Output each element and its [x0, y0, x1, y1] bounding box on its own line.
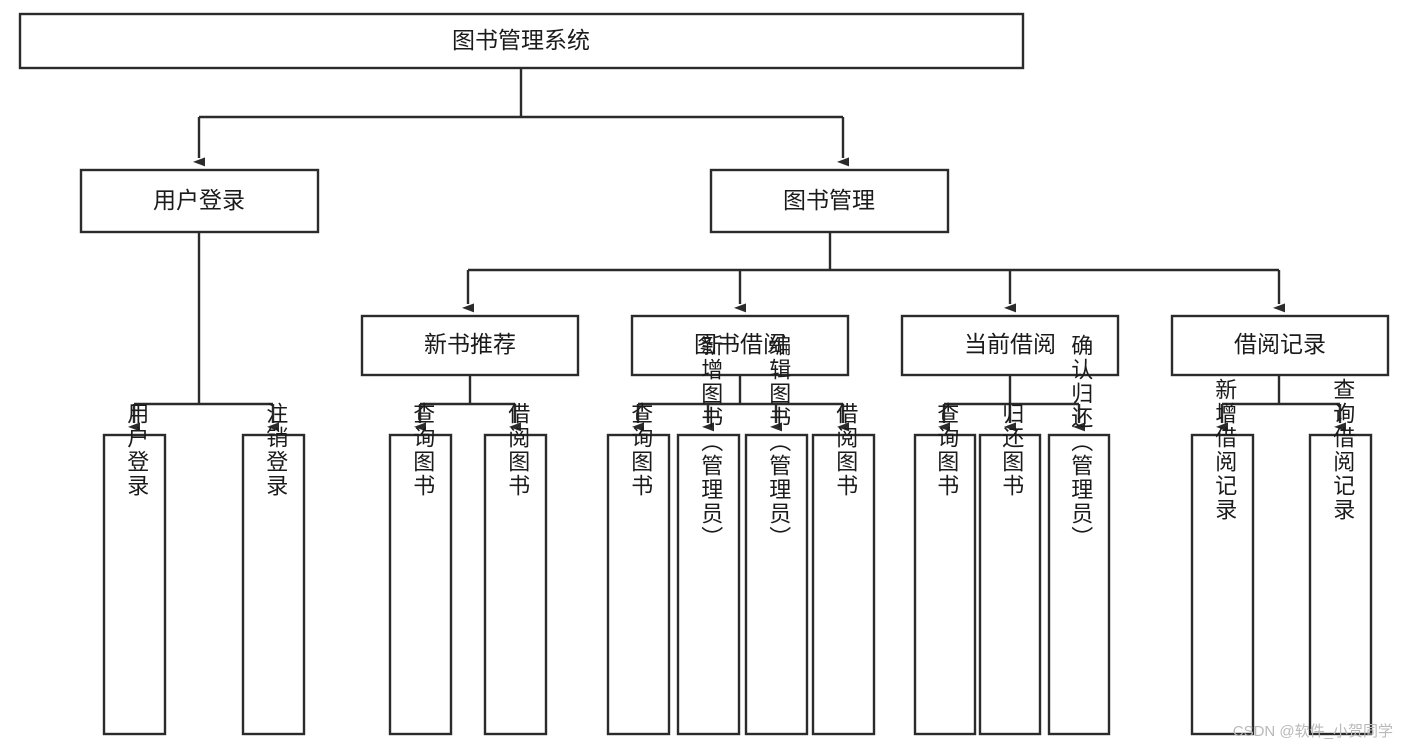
edges-new-book-recommend-to-leaves	[414, 375, 521, 432]
node-leaf-query-book-2-box[interactable]	[606, 433, 671, 736]
node-book-manage-box[interactable]	[709, 168, 950, 234]
edges-user-login-to-leaves	[128, 232, 279, 432]
node-current-borrow-label: 当前借阅	[964, 331, 1056, 357]
node-leaf-query-borrow-record-box[interactable]	[1308, 433, 1373, 736]
node-leaf-edit-book[interactable]: 编辑图书（管理员）	[744, 334, 809, 736]
edges-book-borrow-to-leaves	[632, 375, 849, 432]
node-leaf-query-book-1-label: 查询图书	[410, 402, 435, 498]
node-leaf-edit-book-label: 编辑图书（管理员）	[766, 334, 791, 550]
node-borrow-record-box[interactable]	[1170, 314, 1390, 377]
node-leaf-logout-login-box[interactable]	[241, 433, 306, 736]
node-leaf-return-book[interactable]: 归还图书	[978, 402, 1042, 736]
node-leaf-return-book-box[interactable]	[978, 433, 1042, 736]
node-user-login[interactable]: 用户登录	[79, 168, 320, 234]
node-leaf-add-book[interactable]: 新增图书（管理员）	[676, 334, 741, 736]
node-leaf-confirm-return-label: 确认归还（管理员）	[1068, 334, 1093, 550]
node-leaf-query-book-1[interactable]: 查询图书	[388, 402, 453, 736]
node-leaf-query-book-3-box[interactable]	[913, 433, 977, 736]
node-leaf-logout-login[interactable]: 注销登录	[241, 402, 306, 736]
node-root-box[interactable]	[18, 12, 1025, 70]
edges-book-manage-to-level3	[462, 232, 1285, 313]
node-user-login-label: 用户登录	[153, 187, 245, 213]
node-book-borrow-label: 图书借阅	[694, 331, 786, 357]
node-leaf-borrow-book-2[interactable]: 借阅图书	[811, 402, 876, 736]
node-root-label: 图书管理系统	[452, 27, 590, 53]
node-new-book-recommend-label: 新书推荐	[424, 331, 516, 357]
node-leaf-borrow-book-1[interactable]: 借阅图书	[483, 402, 548, 736]
node-leaf-borrow-book-2-label: 借阅图书	[833, 402, 858, 498]
node-borrow-record-label: 借阅记录	[1234, 331, 1326, 357]
node-leaf-query-borrow-record[interactable]: 查询借阅记录	[1308, 378, 1373, 736]
node-leaf-query-book-1-box[interactable]	[388, 433, 453, 736]
node-root[interactable]: 图书管理系统	[18, 12, 1025, 70]
node-leaf-user-login-label: 用户登录	[124, 402, 149, 498]
node-leaf-add-borrow-record-box[interactable]	[1190, 433, 1255, 736]
node-book-manage[interactable]: 图书管理	[709, 168, 950, 234]
node-leaf-query-book-2[interactable]: 查询图书	[606, 402, 671, 736]
node-leaf-add-book-label: 新增图书（管理员）	[698, 334, 723, 550]
node-leaf-logout-login-label: 注销登录	[263, 402, 288, 498]
node-user-login-box[interactable]	[79, 168, 320, 234]
node-new-book-recommend[interactable]: 新书推荐	[360, 314, 580, 377]
node-leaf-query-book-3[interactable]: 查询图书	[913, 402, 977, 736]
node-book-manage-label: 图书管理	[783, 187, 875, 213]
node-book-borrow[interactable]: 图书借阅	[630, 314, 850, 377]
node-leaf-borrow-book-2-box[interactable]	[811, 433, 876, 736]
edges-current-borrow-to-leaves	[938, 375, 1085, 432]
node-new-book-recommend-box[interactable]	[360, 314, 580, 377]
node-leaf-user-login-box[interactable]	[102, 433, 167, 736]
node-leaf-edit-book-box[interactable]	[744, 433, 809, 736]
node-leaf-return-book-label: 归还图书	[999, 402, 1024, 498]
node-leaf-user-login[interactable]: 用户登录	[102, 402, 167, 736]
node-book-borrow-box[interactable]	[630, 314, 850, 377]
edges-root-to-level2	[193, 68, 849, 167]
node-leaf-borrow-book-1-label: 借阅图书	[505, 402, 530, 498]
node-borrow-record[interactable]: 借阅记录	[1170, 314, 1390, 377]
node-current-borrow[interactable]: 当前借阅	[900, 314, 1120, 377]
node-leaf-query-book-3-label: 查询图书	[934, 402, 959, 498]
node-leaf-confirm-return[interactable]: 确认归还（管理员）	[1047, 334, 1111, 736]
node-leaf-confirm-return-box[interactable]	[1047, 433, 1111, 736]
node-leaf-add-borrow-record[interactable]: 新增借阅记录	[1190, 378, 1255, 736]
node-leaf-query-borrow-record-label: 查询借阅记录	[1330, 378, 1355, 522]
node-leaf-add-book-box[interactable]	[676, 433, 741, 736]
csdn-watermark: CSDN @软件_小贺同学	[1232, 723, 1393, 740]
edges-borrow-record-to-leaves	[1216, 375, 1346, 432]
node-leaf-borrow-book-1-box[interactable]	[483, 433, 548, 736]
node-leaf-query-book-2-label: 查询图书	[628, 402, 653, 498]
node-current-borrow-box[interactable]	[900, 314, 1120, 377]
node-leaf-add-borrow-record-label: 新增借阅记录	[1212, 378, 1237, 522]
